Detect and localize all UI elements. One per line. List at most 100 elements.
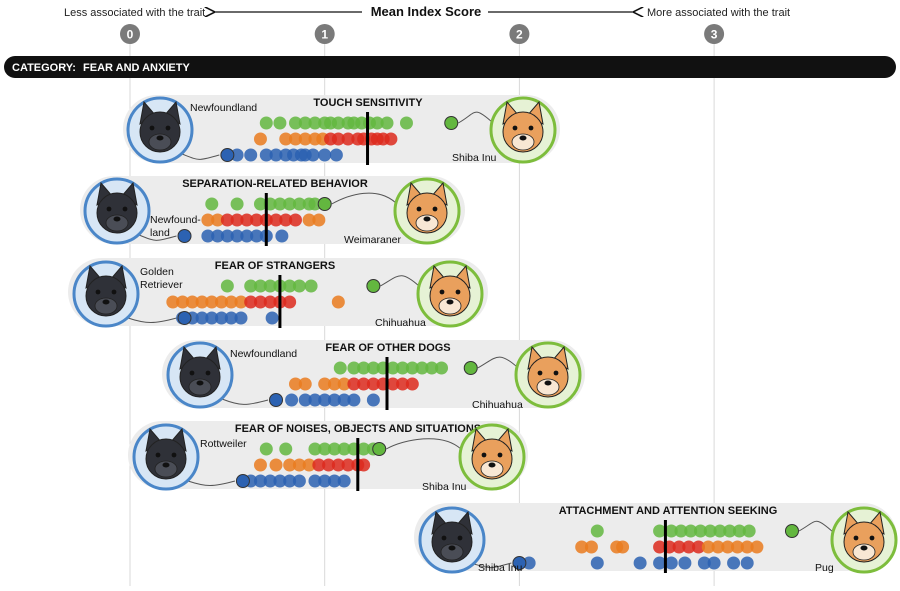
orange-red-dot xyxy=(269,458,283,472)
high-breed-point xyxy=(784,524,799,538)
blue-dot xyxy=(298,393,312,407)
orange-red-dot xyxy=(283,295,297,309)
green-dot xyxy=(331,116,345,130)
low-connector xyxy=(473,562,512,569)
green-dot xyxy=(742,524,756,538)
orange-red-dot xyxy=(701,540,715,554)
low-breed-point xyxy=(177,311,192,325)
low-connector xyxy=(187,480,236,486)
orange-red-dot xyxy=(288,213,302,227)
green-dot xyxy=(347,361,361,375)
orange-red-dot xyxy=(750,540,764,554)
axis-title: Mean Index Score xyxy=(371,4,482,19)
low-breed-label: land xyxy=(150,227,170,239)
trait-title: TOUCH SENSITIVITY xyxy=(313,97,423,109)
orange-red-dot xyxy=(322,458,336,472)
low-breed-label: Rottweiler xyxy=(200,438,247,450)
low-breed-point xyxy=(220,148,235,162)
orange-red-dot xyxy=(253,132,267,146)
green-dot xyxy=(327,442,341,456)
blue-dot xyxy=(318,474,332,488)
low-breed-point xyxy=(269,393,284,407)
blue-dot xyxy=(201,229,215,243)
low-breed-dog-icon xyxy=(132,423,200,491)
orange-red-dot xyxy=(283,458,297,472)
high-connector xyxy=(477,356,518,369)
high-breed-label: Chihuahua xyxy=(375,317,426,329)
blue-dot xyxy=(230,229,244,243)
orange-red-dot xyxy=(176,295,190,309)
orange-red-dot xyxy=(205,295,219,309)
tick-label: 2 xyxy=(516,28,523,42)
orange-red-dot xyxy=(692,540,706,554)
blue-dot xyxy=(240,229,254,243)
high-breed-label: Weimaraner xyxy=(344,234,401,246)
blue-dot xyxy=(327,474,341,488)
trait-row: SEPARATION-RELATED BEHAVIORNewfound-land… xyxy=(80,176,465,246)
orange-red-dot xyxy=(331,132,345,146)
green-dot xyxy=(396,361,410,375)
blue-dot xyxy=(292,474,306,488)
green-dot xyxy=(318,442,332,456)
green-dot xyxy=(653,524,667,538)
low-breed-dog-icon xyxy=(126,96,194,164)
blue-dot xyxy=(308,393,322,407)
orange-red-dot xyxy=(740,540,754,554)
low-breed-label: Retriever xyxy=(140,279,183,291)
green-dot xyxy=(713,524,727,538)
high-breed-label: Chihuahua xyxy=(472,399,523,411)
orange-red-dot xyxy=(230,213,244,227)
more-associated-label: More associated with the trait xyxy=(647,7,790,19)
trait-title: SEPARATION-RELATED BEHAVIOR xyxy=(182,178,368,190)
orange-red-dot xyxy=(211,213,225,227)
blue-dot xyxy=(522,556,536,570)
low-breed-point xyxy=(177,229,192,243)
green-dot xyxy=(253,279,267,293)
orange-red-dot xyxy=(215,295,229,309)
category-value: FEAR AND ANXIETY xyxy=(83,62,190,74)
category-bar: CATEGORY: FEAR AND ANXIETY xyxy=(4,56,896,78)
high-breed-dog-icon xyxy=(393,177,461,245)
green-dot xyxy=(292,197,306,211)
green-dot xyxy=(263,279,277,293)
less-associated-label: Less associated with the trait xyxy=(64,7,205,19)
blue-dot xyxy=(263,474,277,488)
tick-label: 3 xyxy=(711,28,718,42)
orange-red-dot xyxy=(337,377,351,391)
low-connector xyxy=(127,317,177,323)
green-dot xyxy=(259,116,273,130)
blue-dot xyxy=(253,474,267,488)
orange-red-dot xyxy=(331,458,345,472)
blue-dot xyxy=(366,393,380,407)
high-breed-dog-icon xyxy=(489,96,557,164)
blue-dot xyxy=(211,229,225,243)
blue-dot xyxy=(318,148,332,162)
high-breed-label: Pug xyxy=(815,562,834,574)
high-connector xyxy=(380,275,420,287)
orange-red-dot xyxy=(396,377,410,391)
high-breed-point xyxy=(366,279,381,293)
blue-dot xyxy=(215,311,229,325)
green-dot xyxy=(693,524,707,538)
green-dot xyxy=(308,116,322,130)
orange-red-dot xyxy=(721,540,735,554)
orange-red-dot xyxy=(234,295,248,309)
orange-red-dot xyxy=(298,377,312,391)
green-dot xyxy=(253,197,267,211)
green-dot xyxy=(308,442,322,456)
green-dot xyxy=(435,361,449,375)
green-dot xyxy=(337,442,351,456)
tick-label: 1 xyxy=(321,28,328,42)
orange-red-dot xyxy=(711,540,725,554)
green-dot xyxy=(674,524,688,538)
blue-dot xyxy=(697,556,711,570)
orange-red-dot xyxy=(357,458,371,472)
orange-red-dot xyxy=(220,213,234,227)
green-dot xyxy=(304,279,318,293)
